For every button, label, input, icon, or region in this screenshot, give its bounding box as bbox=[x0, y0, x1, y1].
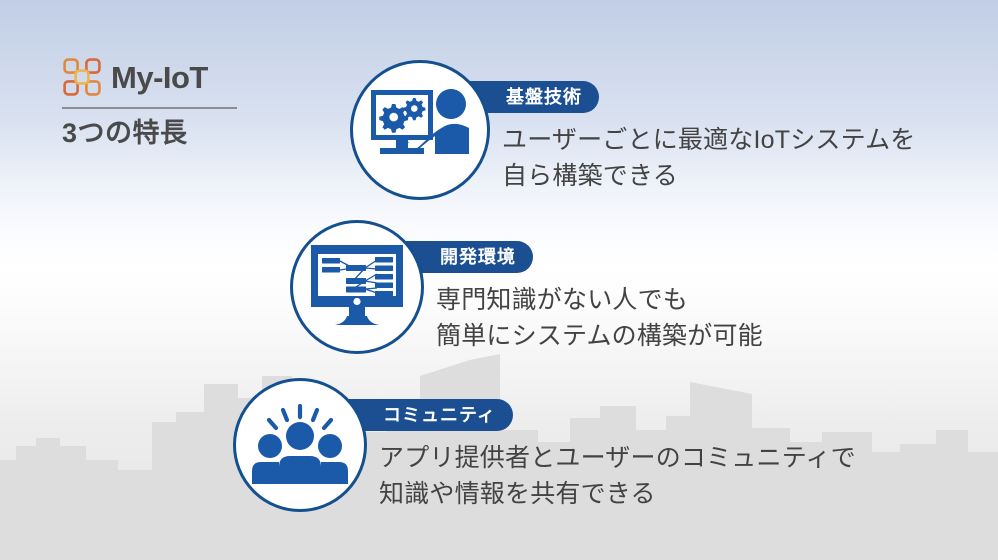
feature-text-block: コミュニティ アプリ提供者とユーザーのコミュニティで 知識や情報を共有できる bbox=[321, 378, 856, 512]
feature-description-line: 知識や情報を共有できる bbox=[379, 479, 656, 508]
monitor-flowchart-icon bbox=[309, 243, 405, 331]
feature-description: アプリ提供者とユーザーのコミュニティで 知識や情報を共有できる bbox=[379, 441, 856, 512]
feature-text-block: 基盤技術 ユーザーごとに最適なIoTシステムを 自ら構築できる bbox=[444, 60, 915, 194]
feature-description-line: 専門知識がない人でも bbox=[436, 286, 689, 314]
community-people-icon bbox=[250, 404, 350, 486]
feature-item-foundation-technology: 基盤技術 ユーザーごとに最適なIoTシステムを 自ら構築できる bbox=[350, 60, 915, 200]
feature-description-line: ユーザーごとに最適なIoTシステムを bbox=[502, 126, 916, 154]
feature-item-community: コミュニティ アプリ提供者とユーザーのコミュニティで 知識や情報を共有できる bbox=[233, 378, 856, 512]
feature-icon-circle bbox=[233, 378, 367, 512]
brand-row: My-IoT bbox=[62, 54, 254, 100]
feature-item-development-environment: 開発環境 専門知識がない人でも 簡単にシステムの構築が可能 bbox=[290, 220, 763, 354]
feature-description: 専門知識がない人でも 簡単にシステムの構築が可能 bbox=[436, 283, 763, 354]
brand-subtitle: 3つの特長 bbox=[62, 118, 188, 148]
brand-divider bbox=[62, 107, 237, 109]
feature-text-block: 開発環境 専門知識がない人でも 簡単にシステムの構築が可能 bbox=[378, 220, 763, 354]
network-nodes-icon bbox=[62, 57, 102, 97]
feature-description: ユーザーごとに最適なIoTシステムを 自ら構築できる bbox=[502, 123, 915, 194]
feature-description-line: 自ら構築できる bbox=[502, 161, 678, 190]
brand-name: My-IoT bbox=[111, 59, 208, 95]
feature-icon-circle bbox=[290, 220, 424, 354]
feature-description-line: 簡単にシステムの構築が可能 bbox=[436, 321, 763, 350]
feature-description-line: アプリ提供者とユーザーのコミュニティで bbox=[379, 444, 856, 472]
feature-icon-circle bbox=[350, 60, 490, 200]
monitor-gears-person-icon bbox=[368, 84, 472, 176]
brand-block: My-IoT 3つの特長 bbox=[62, 54, 254, 149]
